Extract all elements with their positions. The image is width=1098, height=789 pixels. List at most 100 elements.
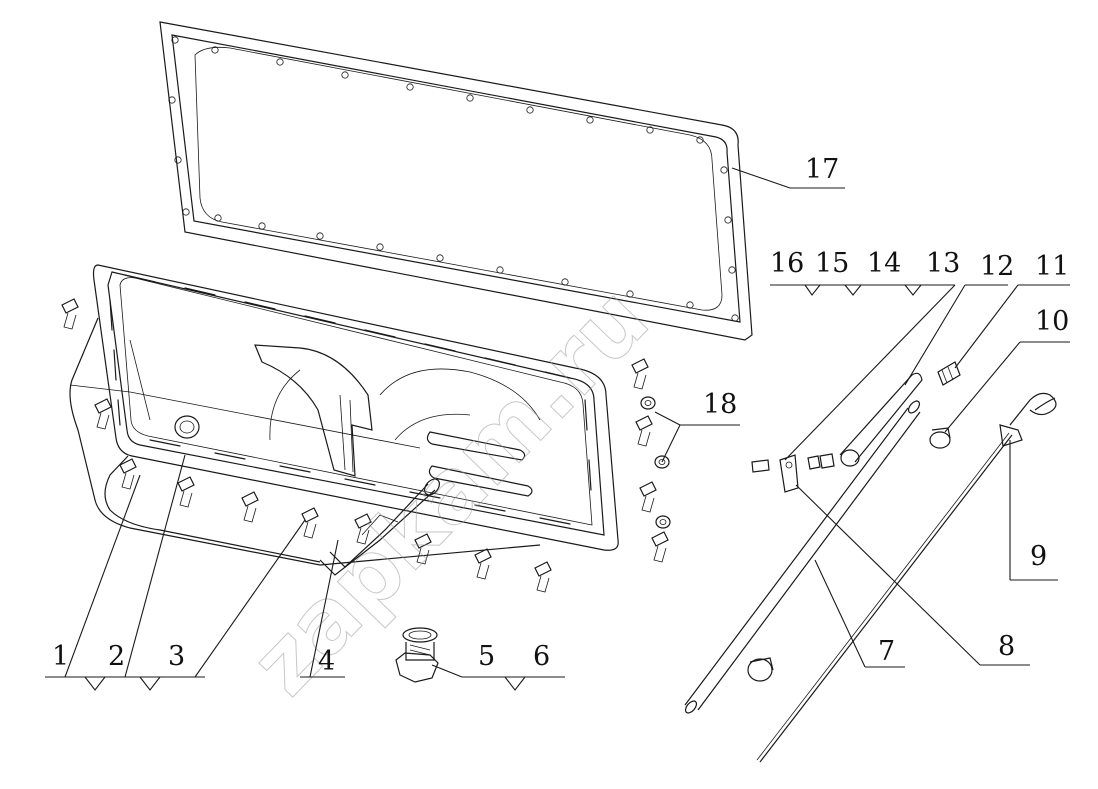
- bolt-shank: [633, 372, 647, 390]
- flange-bolts: [61, 298, 671, 593]
- gasket-bolt-hole: [171, 36, 179, 44]
- callout-8: 8: [998, 631, 1015, 662]
- bolt: [534, 561, 552, 593]
- gasket-bolt-hole: [728, 266, 736, 274]
- bolt-shank: [536, 575, 550, 593]
- bracket-assembly: [751, 372, 923, 493]
- flange-slot: [544, 371, 571, 379]
- washer-hole: [658, 459, 666, 465]
- callout-13: 13: [926, 248, 960, 279]
- washer: [655, 515, 671, 529]
- gasket-bolt-hole: [720, 166, 728, 174]
- gasket-bolt-hole: [436, 254, 444, 262]
- oil-pan: [69, 264, 619, 576]
- bolt: [301, 507, 319, 539]
- bolt-head: [635, 415, 653, 431]
- flange-slot: [124, 274, 156, 283]
- bolt-head: [639, 481, 657, 497]
- gasket-bolt-hole: [731, 314, 739, 322]
- dipstick: [756, 392, 1057, 763]
- gasket-bolt-hole: [724, 216, 732, 224]
- gasket-bolt-hole: [182, 208, 190, 216]
- gasket-bolt-hole: [626, 290, 634, 298]
- bolt-shank: [641, 495, 655, 513]
- bolt-shank: [476, 562, 490, 580]
- flange-slot: [474, 504, 506, 512]
- bolt-head: [94, 398, 112, 414]
- gasket-bolt-hole: [214, 214, 222, 222]
- flange-slot: [109, 299, 113, 331]
- flange-slot: [244, 301, 276, 310]
- bolt: [354, 513, 372, 545]
- breather-fitting: [929, 361, 961, 449]
- flange-slot: [304, 315, 336, 324]
- bolt: [119, 458, 137, 490]
- bolt-head: [651, 531, 669, 547]
- flange-slot: [424, 343, 456, 352]
- flange-slot: [113, 349, 117, 381]
- gasket-bolt-hole: [258, 222, 266, 230]
- flange-slot: [539, 517, 571, 525]
- callout-4: 4: [318, 646, 335, 677]
- callout-5: 5: [478, 641, 495, 672]
- washer-hole: [659, 519, 667, 525]
- callout-14: 14: [867, 248, 901, 279]
- bolt-shank: [179, 490, 193, 508]
- bolt: [177, 476, 195, 508]
- bolt-head: [119, 458, 137, 474]
- gasket-bolt-hole: [526, 106, 534, 114]
- callout-11: 11: [1035, 251, 1069, 282]
- flange-slot: [117, 399, 121, 426]
- callout-15: 15: [815, 248, 849, 279]
- flange-slot: [484, 357, 516, 366]
- bolt: [61, 298, 79, 330]
- oil-pan-gasket: [159, 21, 753, 341]
- bolt: [651, 531, 669, 563]
- flange-slot: [184, 287, 216, 296]
- flange-slot: [344, 478, 376, 486]
- bolt-shank: [416, 547, 430, 565]
- bolt-shank: [96, 412, 110, 430]
- callout-3: 3: [168, 641, 185, 672]
- drain-plug: [395, 627, 439, 683]
- flange-slot: [409, 491, 441, 499]
- callout-18: 18: [703, 389, 737, 420]
- bolt-shank: [637, 429, 651, 447]
- gasket-bolt-hole: [646, 126, 654, 134]
- callout-16: 16: [770, 248, 804, 279]
- gasket-bolt-hole: [466, 94, 474, 102]
- gasket-bolt-hole: [376, 243, 384, 251]
- gasket-bolt-hole: [406, 83, 414, 91]
- bolt-shank: [121, 472, 135, 490]
- flange-slot: [584, 399, 588, 431]
- bolt-head: [61, 298, 79, 314]
- bolt-shank: [63, 312, 77, 330]
- flange-slot: [149, 439, 181, 447]
- flange-slot: [588, 459, 592, 491]
- callout-1: 1: [52, 641, 69, 672]
- flange-slot: [214, 452, 246, 460]
- bolt-shank: [243, 505, 257, 523]
- bolt-head: [301, 507, 319, 523]
- gasket-bolt-hole: [496, 266, 504, 274]
- callouts: 1 2 3 4 5 6 7 8 9 10 11: [45, 154, 1070, 691]
- gasket-bolt-hole: [586, 116, 594, 124]
- gasket-bolt-hole: [561, 278, 569, 286]
- callout-6: 6: [533, 641, 550, 672]
- bolt: [639, 481, 657, 513]
- bolt: [474, 548, 492, 580]
- gasket-bolt-hole: [168, 96, 176, 104]
- gasket-bolt-hole: [341, 71, 349, 79]
- washer: [654, 455, 670, 469]
- bolt: [94, 398, 112, 430]
- gasket-bolt-hole: [276, 58, 284, 66]
- bolt: [635, 415, 653, 447]
- gasket-bolt-hole: [686, 301, 694, 309]
- bolt-head: [534, 561, 552, 577]
- gasket-bolt-hole: [316, 232, 324, 240]
- gasket-bolt-hole: [696, 136, 704, 144]
- bolt-head: [241, 491, 259, 507]
- callout-7: 7: [878, 636, 895, 667]
- callout-9: 9: [1030, 541, 1047, 572]
